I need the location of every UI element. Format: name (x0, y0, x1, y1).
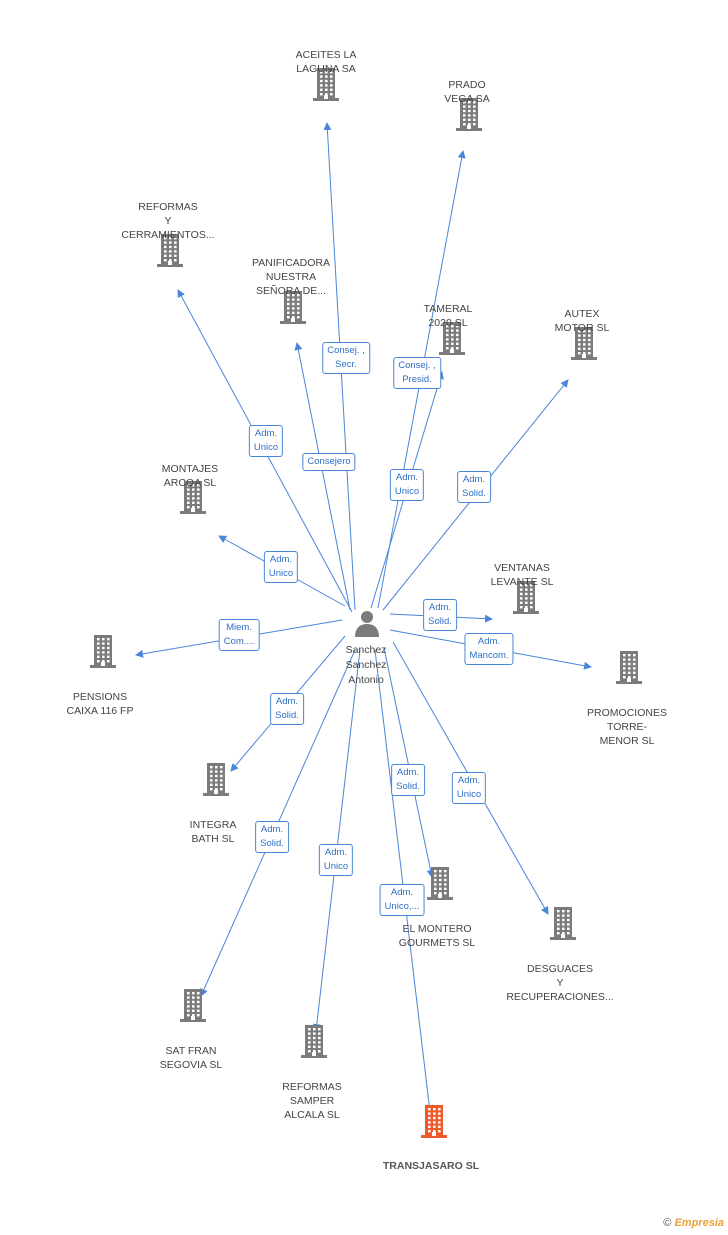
edge-reformas_samper (312, 649, 361, 1032)
building-icon[interactable] (614, 650, 644, 684)
company-label-aceites[interactable]: ACEITES LA LAGUNA SA (295, 49, 357, 75)
relation-label-montajes[interactable]: Adm. Unico (263, 551, 299, 583)
person-name[interactable]: Sanchez Sanchez Antonio (345, 644, 387, 686)
relation-label-ventanas[interactable]: Adm. Solid. (423, 599, 457, 631)
edge-transjasaro (374, 649, 434, 1113)
relation-label-montero[interactable]: Adm. Solid. (391, 764, 425, 796)
person-icon[interactable] (352, 608, 382, 638)
company-label-autex[interactable]: AUTEX MOTOR SL (554, 308, 610, 334)
building-icon[interactable] (511, 580, 541, 614)
building-icon[interactable] (278, 290, 308, 324)
building-icon[interactable] (155, 233, 185, 267)
company-label-transjasaro[interactable]: TRANSJASARO SL (382, 1160, 480, 1172)
relation-label-reformas_cerr[interactable]: Adm. Unico (248, 425, 284, 457)
relation-label-panificadora[interactable]: Consejero (302, 453, 356, 471)
building-icon[interactable] (548, 906, 578, 940)
building-icon[interactable] (178, 988, 208, 1022)
building-icon[interactable] (311, 67, 341, 101)
company-label-pensions[interactable]: PENSIONS CAIXA 116 FP (66, 691, 134, 717)
company-label-reformas_cerr[interactable]: REFORMAS Y CERRAMIENTOS... (121, 201, 215, 241)
company-label-integra[interactable]: INTEGRA BATH SL (189, 819, 237, 845)
edge-panificadora (294, 342, 351, 611)
relation-label-pensions[interactable]: Miem. Com.... (218, 619, 260, 651)
relation-label-tameral[interactable]: Adm. Unico (389, 469, 425, 501)
company-label-montero[interactable]: EL MONTERO GOURMETS SL (398, 923, 476, 949)
building-icon[interactable] (299, 1024, 329, 1058)
brand-logo[interactable]: Empresia (674, 1217, 724, 1229)
relation-label-reformas_samper[interactable]: Adm. Unico (318, 844, 354, 876)
building-icon[interactable] (178, 480, 208, 514)
building-icon[interactable] (425, 866, 455, 900)
relation-label-desguaces[interactable]: Adm. Unico (451, 772, 487, 804)
company-label-reformas_samper[interactable]: REFORMAS SAMPER ALCALA SL (282, 1081, 342, 1121)
edge-montero (383, 647, 435, 878)
relation-label-aceites[interactable]: Consej. , Secr. (322, 342, 370, 374)
company-label-promociones[interactable]: PROMOCIONES TORRE- MENOR SL (587, 707, 667, 747)
building-icon[interactable] (569, 326, 599, 360)
company-label-montajes[interactable]: MONTAJES ARCOA SL (161, 463, 219, 489)
company-label-tameral[interactable]: TAMERAL 2020 SL (423, 303, 473, 329)
company-label-satfran[interactable]: SAT FRAN SEGOVIA SL (159, 1045, 223, 1071)
relation-label-transjasaro[interactable]: Adm. Unico,... (379, 884, 425, 916)
relation-label-integra[interactable]: Adm. Solid. (270, 693, 304, 725)
building-icon[interactable] (437, 321, 467, 355)
building-icon[interactable] (454, 97, 484, 131)
building-icon[interactable] (88, 634, 118, 668)
relation-label-autex[interactable]: Adm. Solid. (457, 471, 491, 503)
company-label-desguaces[interactable]: DESGUACES Y RECUPERACIONES... (506, 963, 614, 1003)
relation-label-promociones[interactable]: Adm. Mancom. (464, 633, 514, 665)
company-label-panificadora[interactable]: PANIFICADORA NUESTRA SEÑORA DE... (252, 257, 330, 297)
building-icon[interactable] (201, 762, 231, 796)
building-icon[interactable] (419, 1104, 449, 1138)
company-label-prado[interactable]: PRADO VEGA SA (444, 79, 490, 105)
relation-label-satfran[interactable]: Adm. Solid. (255, 821, 289, 853)
copyright-mark: © (663, 1217, 672, 1229)
company-label-ventanas[interactable]: VENTANAS LEVANTE SL (490, 562, 554, 588)
relation-label-prado[interactable]: Consej. , Presid. (393, 357, 441, 389)
footer: © Empresia (663, 1217, 724, 1229)
